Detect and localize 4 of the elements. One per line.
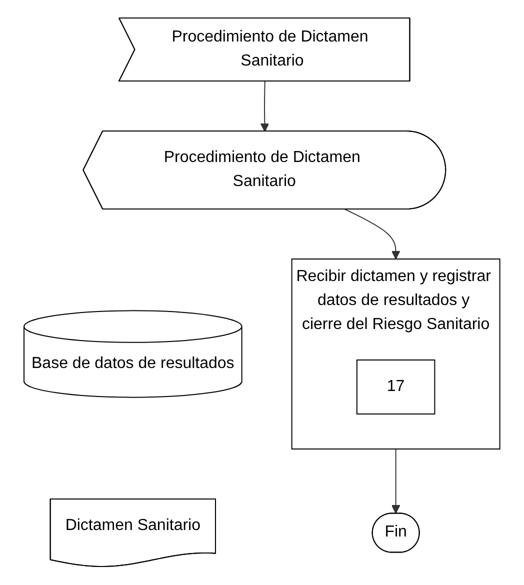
arrow — [260, 81, 270, 132]
arrow — [392, 448, 400, 514]
node-box: 17 — [356, 360, 436, 415]
arrow — [344, 208, 400, 260]
